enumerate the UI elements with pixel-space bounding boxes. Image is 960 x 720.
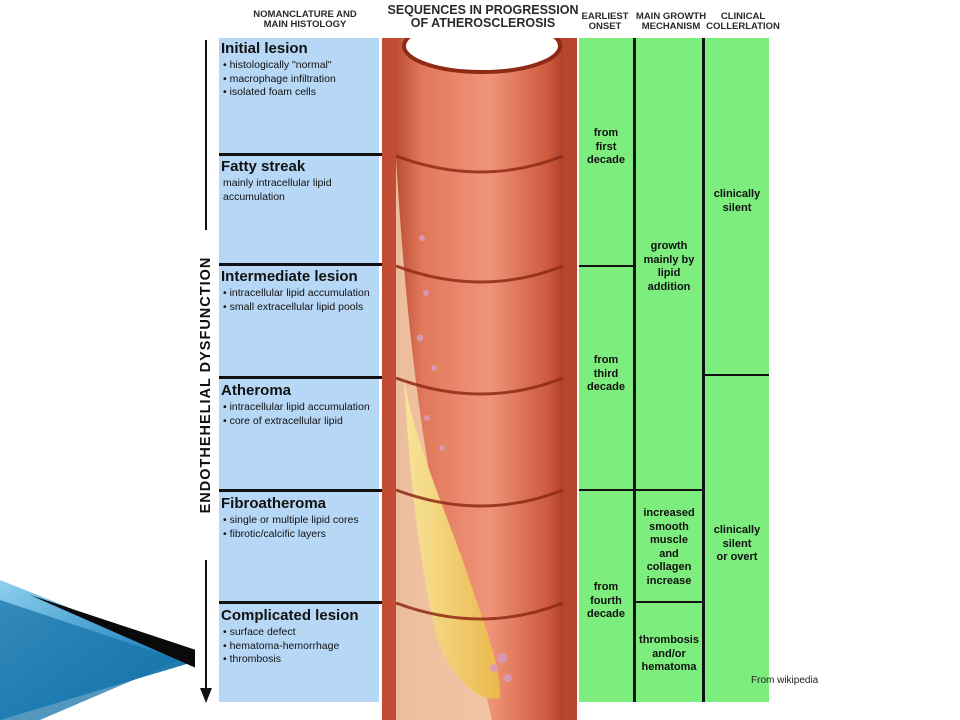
artery-illustration [382,38,577,720]
bullet: • small extracellular lipid pools [223,300,364,313]
artery-lumen-opening [404,38,560,72]
stage-title: Fatty streak [221,158,306,175]
onset-third-decade: from third decade [587,354,625,393]
atherosclerosis-figure: NOMANCLATURE AND MAIN HISTOLOGY SEQUENCE… [195,0,780,720]
stage-bullets: • surface defect • hematoma-hemorrhage •… [223,626,339,667]
onset-fourth-decade: from fourth decade [587,581,625,620]
clinical-silent: clinically silent [713,188,761,214]
onset-first-decade: from first decade [587,127,625,166]
stage-divider [219,376,385,379]
growth-thrombosis: thrombosis and/or hematoma [639,634,699,673]
stage-bullets: • histologically "normal" • macrophage i… [223,59,336,100]
artery-ring-lines [395,154,564,621]
stage-bullets: • intracellular lipid accumulation • cor… [223,401,370,428]
growth-smooth-muscle: increased smooth muscle and collagen inc… [643,507,695,587]
bullet: • thrombosis [223,653,281,665]
bullet: • isolated foam cells [223,86,316,98]
bullet: • intracellular lipid accumulation [223,401,370,413]
bullet: • histologically "normal" [223,59,332,71]
stage-bullets: • intracellular lipid accumulation • sma… [223,287,370,314]
clinical-silent-or-overt: clinically silent or overt [713,524,761,563]
growth-column [636,38,702,702]
stage-title: Atheroma [221,382,292,399]
onset-column [579,38,633,702]
bullet: • surface defect [223,626,296,638]
credit-text: From wikipedia [751,675,819,686]
bullet: • fibrotic/calcific layers [223,527,326,540]
bullet: • core of extracellular lipid [223,414,343,427]
stage-title: Initial lesion [221,40,308,57]
stage-title: Fibroatheroma [221,495,327,512]
growth-lipid-addition: growth mainly by lipid addition [643,240,695,293]
stage-title: Complicated lesion [221,607,359,624]
stage-title: Intermediate lesion [221,268,358,285]
stage-description: mainly intracellular lipid accumulation [223,177,332,203]
stage-bullets: • single or multiple lipid cores • fibro… [223,514,359,541]
endothelial-dysfunction-arrow: ENDOTHEHELIAL DYSFUNCTION [198,40,214,703]
header-sequences: SEQUENCES IN PROGRESSION OF ATHEROSCLERO… [387,3,579,31]
bullet: • intracellular lipid accumulation [223,287,370,299]
header-growth: MAIN GROWTH MECHANISM [635,11,707,32]
stage-divider [219,489,385,492]
bullet: • hematoma-hemorrhage [223,639,340,652]
side-label-text: ENDOTHEHELIAL DYSFUNCTION [198,257,214,514]
bullet: • single or multiple lipid cores [223,514,359,526]
header-onset: EARLIEST ONSET [581,11,629,32]
stage-divider [219,601,385,604]
bullet: • macrophage infiltration [223,72,336,85]
foam-cells [416,235,512,682]
stage-divider [219,263,385,266]
header-nomenclature: NOMANCLATURE AND MAIN HISTOLOGY [253,9,357,30]
clinical-column [705,38,769,702]
nomenclature-column [219,38,379,702]
header-clinical: CLINICAL COLLERLATION [706,11,780,32]
stage-divider [219,153,385,156]
